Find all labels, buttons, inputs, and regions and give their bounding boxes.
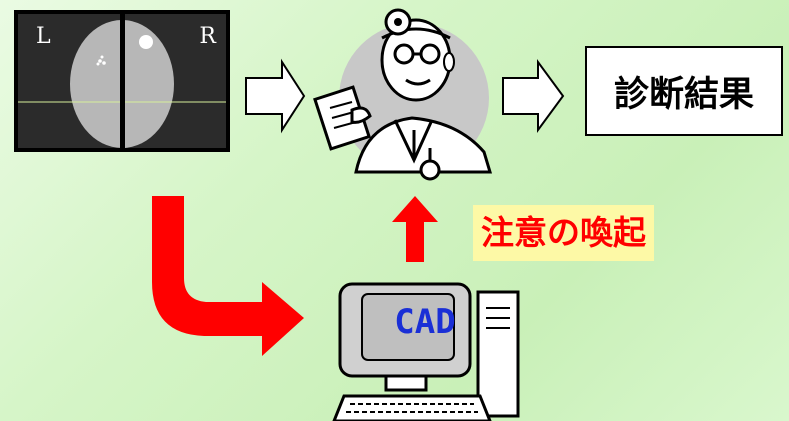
- arrow-doctor-to-result: [502, 58, 565, 134]
- arrow-xray-to-cad: [152, 196, 304, 356]
- attention-label: 注意の喚起: [473, 205, 654, 261]
- cad-screen-text: CAD: [394, 302, 456, 342]
- arrow-xray-to-doctor: [245, 58, 306, 134]
- xray-left-label: L: [36, 24, 51, 49]
- xray-right-label: R: [199, 24, 216, 49]
- xray-image: [18, 14, 226, 148]
- doctor-illustration: [313, 8, 493, 181]
- diagnosis-result-box: 診断結果: [585, 46, 783, 136]
- diagnosis-result-text: 診断結果: [613, 74, 754, 115]
- xray-panel: L R: [14, 10, 230, 152]
- computer-illustration: [332, 282, 520, 421]
- arrow-cad-to-doctor: [392, 196, 438, 262]
